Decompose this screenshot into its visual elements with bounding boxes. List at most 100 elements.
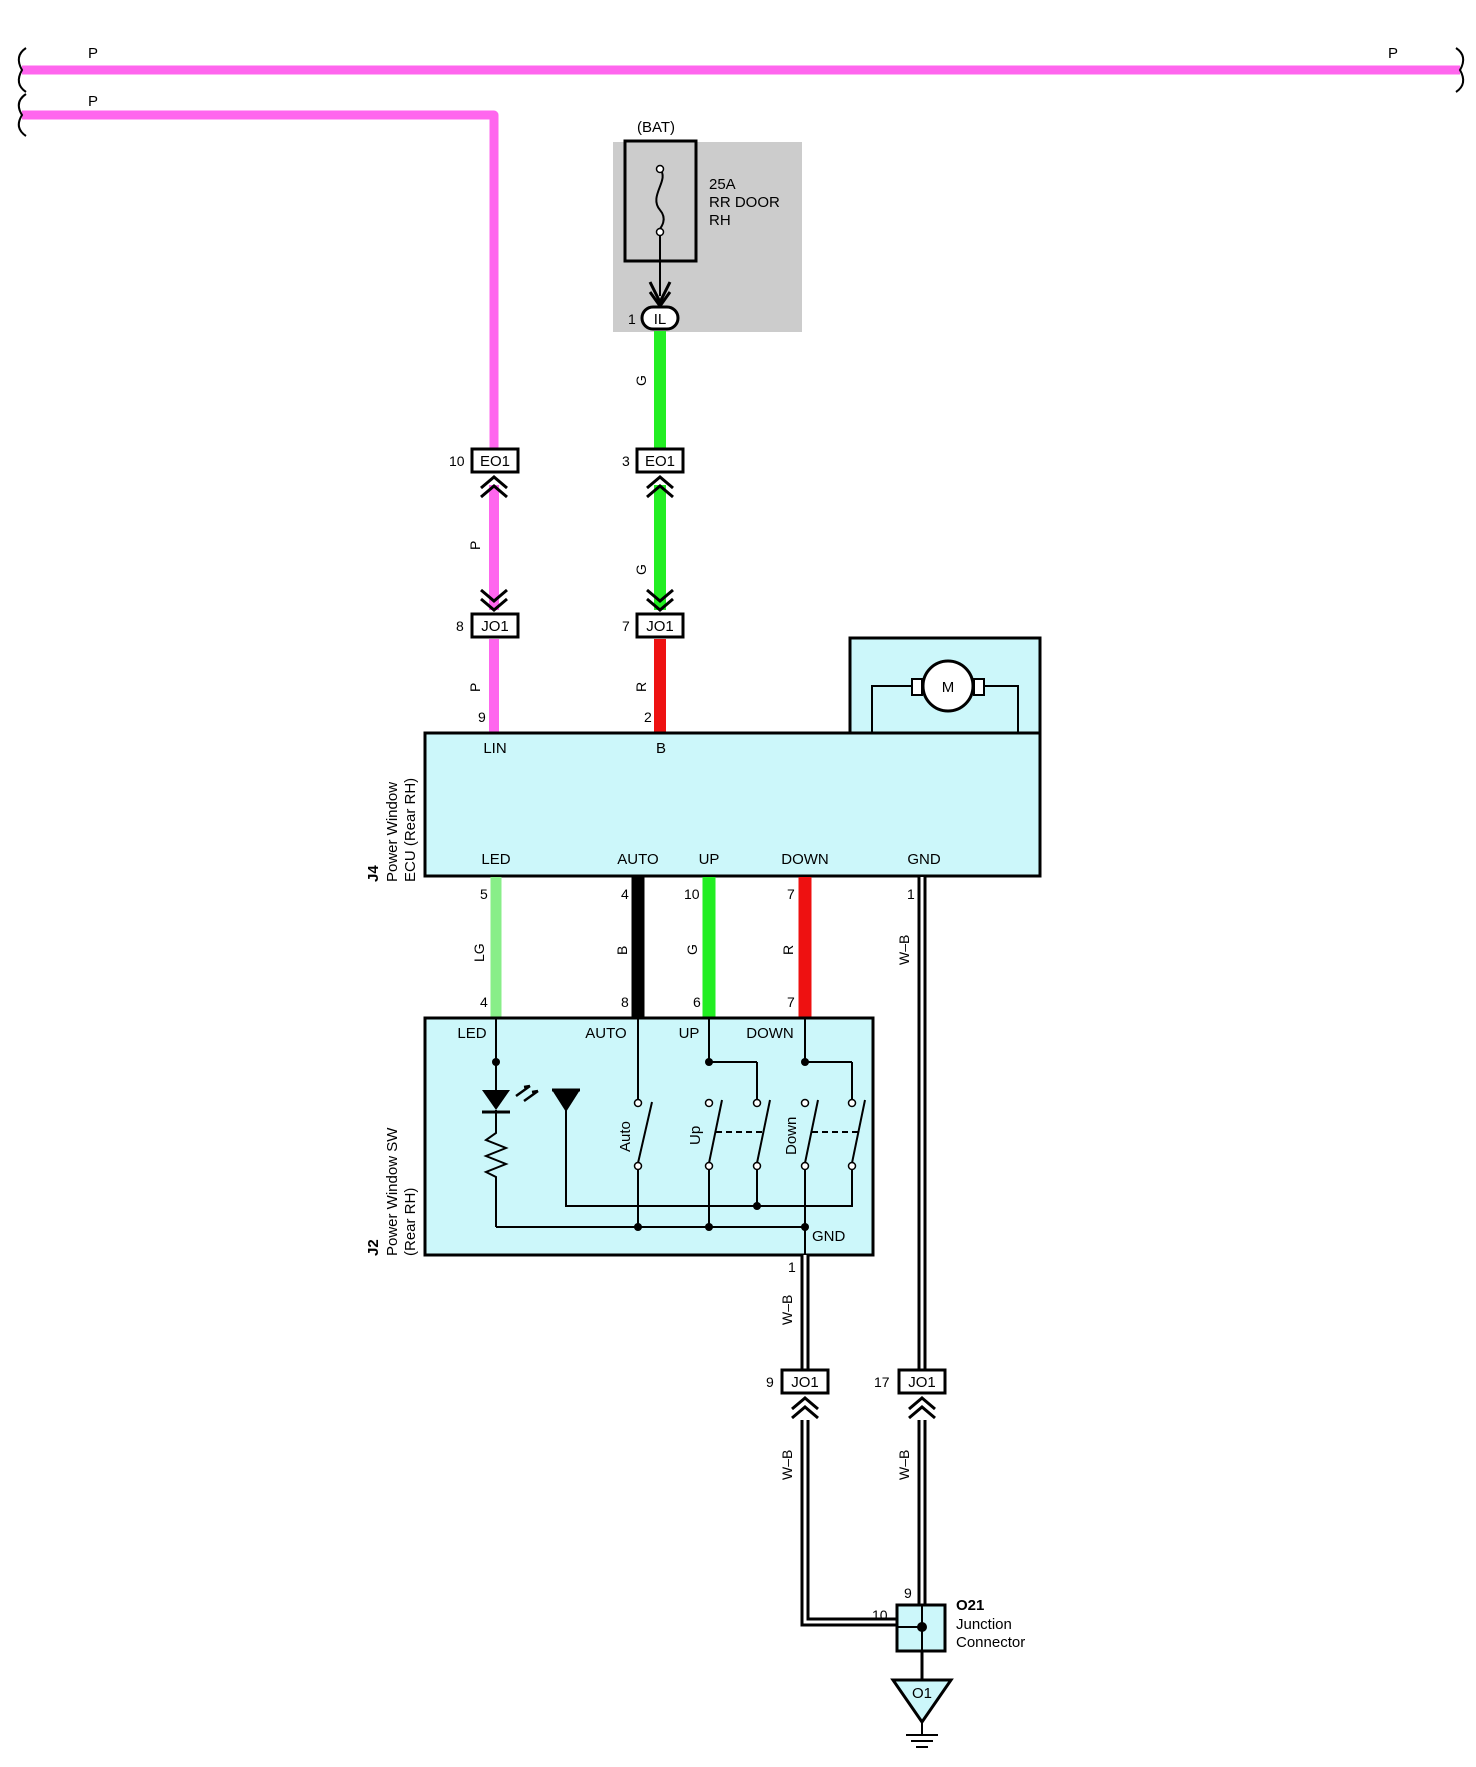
wire-label-g-middle: G [633, 564, 649, 575]
chevron-up-icon [908, 1396, 936, 1420]
junction-name-line1: Junction [956, 1616, 1012, 1633]
chevron-up-icon [480, 475, 508, 499]
ground-label: O1 [912, 1685, 932, 1702]
ground-triangle-icon [890, 1678, 954, 1725]
ecu-pin-gnd: 1 [907, 886, 915, 902]
wire-wb-lower-left-inner [803, 1420, 897, 1624]
switch-contacts [633, 1098, 857, 1171]
switch-id: J2 [365, 1239, 382, 1256]
switch-terminal-gnd: GND [812, 1228, 846, 1245]
wire-label-second-left: P [88, 93, 98, 110]
motor-label: M [942, 679, 955, 696]
wire-label-wb-lower-left: W–B [779, 1450, 795, 1480]
ecu-body [423, 731, 1042, 878]
chevron-down-icon [646, 588, 674, 612]
switch-terminal-auto: AUTO [585, 1025, 626, 1042]
wire-label-r-upper: R [633, 682, 649, 692]
wire-label-p-middle: P [467, 541, 483, 550]
fuse-connector-pin: 1 [628, 311, 636, 327]
ecu-terminal-b: B [656, 740, 666, 757]
break-mark-left-top [17, 47, 27, 93]
chevron-down-icon [480, 588, 508, 612]
chevron-up-icon [646, 475, 674, 499]
wire-label-wb-sw: W–B [779, 1295, 795, 1325]
wire-label-top-left: P [88, 45, 98, 62]
ecu-pin-led: 5 [480, 886, 488, 902]
switch-pin-gnd: 1 [788, 1259, 796, 1275]
wire-wb-lower-left-outer [800, 1420, 897, 1627]
switch-pin-up: 6 [693, 994, 701, 1010]
wire-label-lg: LG [471, 943, 487, 962]
fuse-box-background [613, 142, 802, 332]
switch-label-auto: Auto [617, 1121, 634, 1152]
motor-brush-right [973, 678, 985, 696]
break-mark-left-second [17, 93, 27, 137]
connector-jo1-left-pin: 8 [456, 618, 464, 634]
ecu-motor-circuit [871, 685, 1019, 733]
wire-label-b: B [614, 946, 630, 955]
junction-dots [492, 1058, 809, 1231]
fuse-name-line1: RR DOOR [709, 194, 780, 211]
switch-pin-down: 7 [787, 994, 795, 1010]
ecu-terminal-gnd: GND [907, 851, 941, 868]
connector-jo1-gnd-left-label: JO1 [791, 1374, 819, 1391]
wire-label-r-down: R [780, 945, 796, 955]
connector-eo1-left-pin: 10 [449, 453, 465, 469]
ecu-pin-up: 10 [684, 886, 700, 902]
switch-terminal-led: LED [457, 1025, 486, 1042]
ecu-pin-b: 2 [644, 709, 652, 725]
wire-p-second [22, 110, 499, 462]
fuse-source-label: (BAT) [637, 119, 675, 136]
ground-icon [906, 1722, 938, 1748]
switch-pin-auto: 8 [621, 994, 629, 1010]
break-mark-right-top [1455, 47, 1465, 93]
fuse-connector-il [640, 305, 680, 331]
ecu-pin-lin: 9 [478, 709, 486, 725]
ecu-terminal-led: LED [481, 851, 510, 868]
wire-label-top-right: P [1388, 45, 1398, 62]
switch-internal-circuit [483, 1018, 853, 1255]
switch-label-up: Up [687, 1126, 704, 1145]
fuse-terminal-top [655, 164, 665, 174]
switch-terminal-down: DOWN [746, 1025, 794, 1042]
switch-label-down: Down [783, 1117, 800, 1155]
connector-eo1-right-label: EO1 [645, 453, 675, 470]
motor-icon [921, 659, 975, 713]
ecu-pin-auto: 4 [621, 886, 629, 902]
ecu-terminal-auto: AUTO [617, 851, 658, 868]
fuse-rating: 25A [709, 176, 736, 193]
ecu-terminal-down: DOWN [781, 851, 829, 868]
connector-jo1-gnd-left: JO1 9 [766, 1368, 830, 1420]
wire-label-g-upper: G [633, 375, 649, 386]
connector-jo1-right-pin: 7 [622, 618, 630, 634]
wire-label-p-lower: P [467, 683, 483, 692]
switch-pin-led: 4 [480, 994, 488, 1010]
ecu-name-line1: Power Window [384, 782, 401, 882]
fuse-terminal-bottom [655, 227, 665, 237]
connector-eo1-right-pin: 3 [622, 453, 630, 469]
wire-label-wb-lower-right: W–B [896, 1450, 912, 1480]
fuse-name-line2: RH [709, 212, 731, 229]
connector-jo1-gnd-left-pin: 9 [766, 1374, 774, 1390]
fuse-connector-label: IL [654, 311, 667, 328]
ecu-terminal-up: UP [699, 851, 720, 868]
connector-jo1-left-label: JO1 [481, 618, 509, 635]
led-icon [482, 1090, 510, 1110]
chevron-up-icon [791, 1396, 819, 1420]
connector-eo1-left: EO1 10 [449, 447, 520, 499]
switch-name-line1: Power Window SW [384, 1127, 401, 1256]
connector-jo1-gnd-right-label: JO1 [908, 1374, 936, 1391]
motor-brush-left [911, 678, 923, 696]
ecu-pin-down: 7 [787, 886, 795, 902]
wire-label-g-up: G [684, 944, 700, 955]
junction-name-line2: Connector [956, 1634, 1025, 1651]
wire-label-wb-ecu: W–B [896, 935, 912, 965]
light-emission-icon [515, 1084, 539, 1103]
ecu-name-line2: ECU (Rear RH) [402, 778, 419, 882]
ecu-id: J4 [365, 865, 382, 882]
connector-eo1-right: EO1 3 [622, 447, 685, 499]
connector-jo1-right-label: JO1 [646, 618, 674, 635]
switch-name-line2: (Rear RH) [402, 1188, 419, 1256]
switch-body [423, 1016, 875, 1257]
